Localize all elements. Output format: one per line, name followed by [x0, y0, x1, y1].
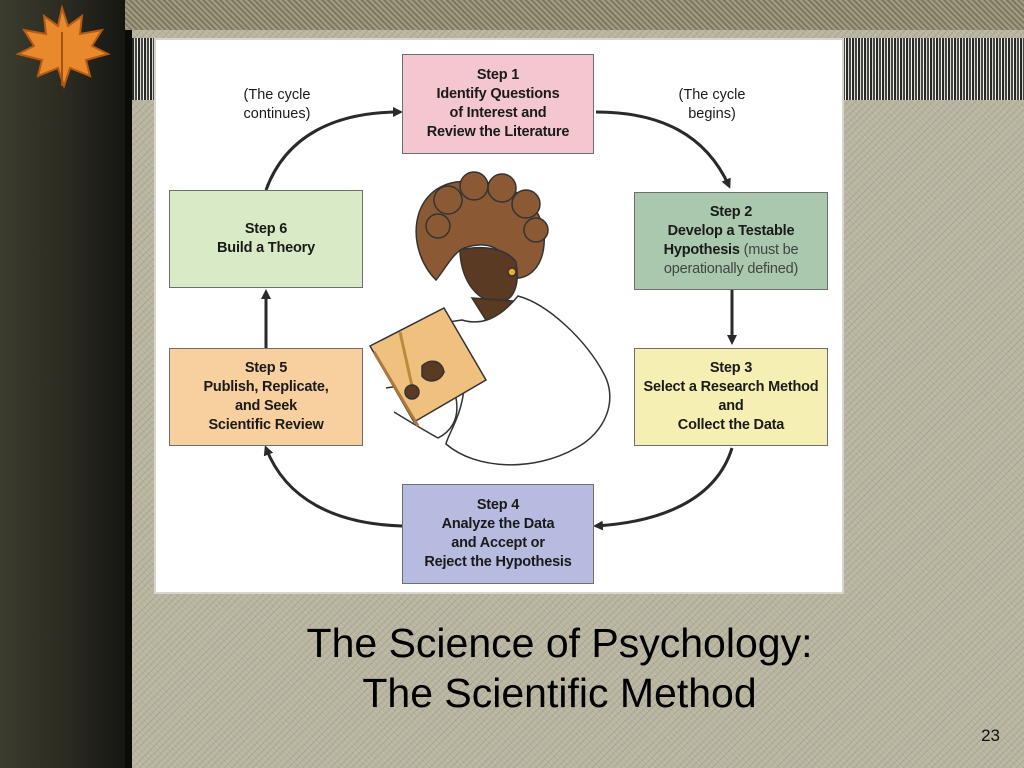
step-5-line-1: Publish, Replicate,: [203, 379, 329, 395]
person-writing-illustration: [368, 171, 611, 466]
step-1-label: Step 1: [476, 67, 520, 83]
step-3-label: Step 3: [709, 360, 753, 376]
slide-left-strip: [0, 0, 125, 768]
step-6-line-1: Build a Theory: [217, 240, 315, 256]
step-5-label: Step 5: [244, 360, 288, 376]
slide-title-line-2: The Scientific Method: [362, 670, 757, 716]
step-2-box: Step 2 Develop a Testable Hypothesis (mu…: [634, 192, 828, 290]
step-4-line-3: Reject the Hypothesis: [424, 554, 572, 570]
cycle-continues-line-1: (The cycle: [243, 87, 311, 103]
step-3-box: Step 3 Select a Research Method and Coll…: [634, 348, 828, 446]
cycle-begins-note: (The cycle begins): [662, 86, 762, 124]
cycle-arrows: [261, 107, 737, 531]
slide-left-edge: [125, 30, 132, 768]
step-2-line-3: operationally defined): [663, 261, 799, 277]
step-2-hypothesis: Hypothesis: [663, 242, 740, 258]
step-4-line-1: Analyze the Data: [441, 516, 555, 532]
step-4-box: Step 4 Analyze the Data and Accept or Re…: [402, 484, 594, 584]
slide-title: The Science of Psychology: The Scientifi…: [132, 618, 987, 718]
step-2-line-2: Hypothesis (must be: [664, 241, 799, 260]
step-5-box: Step 5 Publish, Replicate, and Seek Scie…: [169, 348, 363, 446]
step-3-line-1: Select a Research Method: [643, 379, 819, 395]
step-6-box: Step 6 Build a Theory: [169, 190, 363, 288]
maple-leaf-icon: [15, 4, 111, 90]
arrow-step3-to-step4: [593, 447, 734, 531]
step-1-line-2: of Interest and: [449, 105, 547, 121]
step-3-line-3: Collect the Data: [677, 417, 785, 433]
arrow-step6-to-step1: [264, 107, 403, 191]
step-5-line-3: Scientific Review: [208, 417, 324, 433]
arrow-step4-to-step5: [263, 445, 403, 528]
arrow-step1-to-step2: [595, 110, 731, 189]
step-2-label: Step 2: [709, 204, 753, 220]
cycle-continues-line-2: continues): [243, 106, 311, 122]
step-3-line-2: and: [718, 398, 744, 414]
step-2-must-be: (must be: [739, 242, 799, 258]
step-1-line-1: Identify Questions: [436, 86, 560, 102]
cycle-begins-line-1: (The cycle: [678, 87, 746, 103]
step-1-line-3: Review the Literature: [426, 124, 570, 140]
step-2-line-1: Develop a Testable: [667, 223, 795, 239]
cycle-continues-note: (The cycle continues): [222, 86, 332, 124]
step-1-box: Step 1 Identify Questions of Interest an…: [402, 54, 594, 154]
step-5-line-2: and Seek: [234, 398, 298, 414]
step-4-label: Step 4: [476, 497, 520, 513]
slide-title-line-1: The Science of Psychology:: [306, 620, 813, 666]
step-6-label: Step 6: [244, 221, 288, 237]
slide-top-band: [0, 0, 1024, 30]
scientific-method-diagram: Step 1 Identify Questions of Interest an…: [154, 38, 844, 594]
cycle-begins-line-2: begins): [688, 106, 736, 122]
step-4-line-2: and Accept or: [451, 535, 545, 551]
page-number: 23: [981, 726, 1000, 745]
